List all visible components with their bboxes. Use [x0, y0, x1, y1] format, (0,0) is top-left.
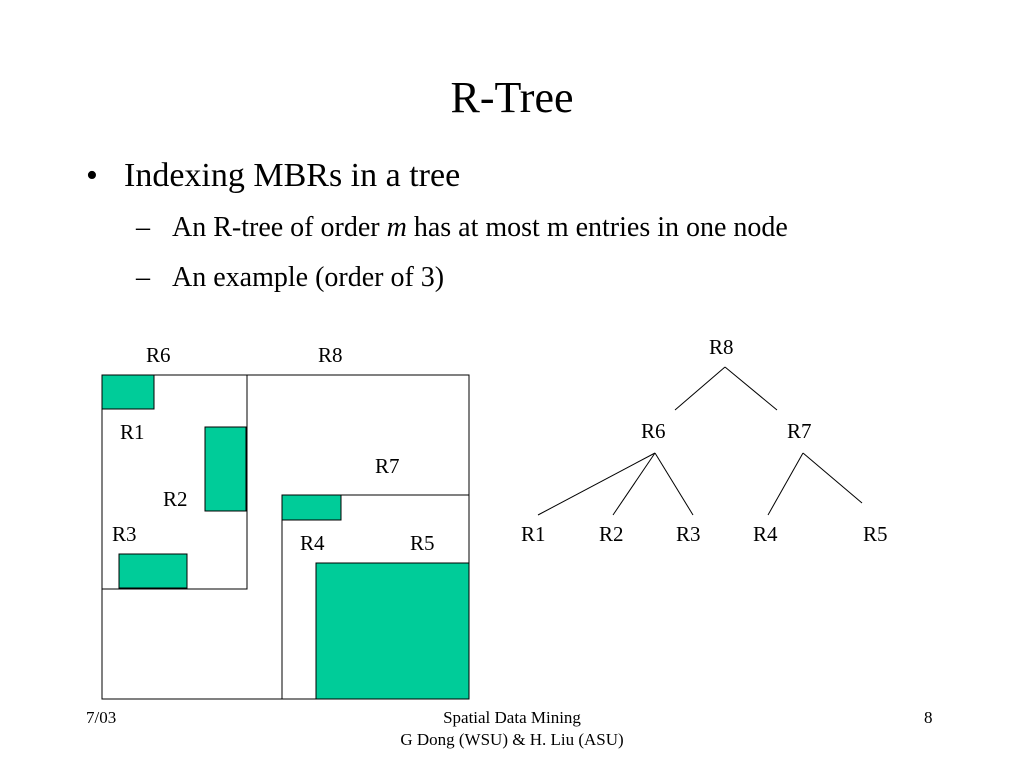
bullet-marker: •	[86, 157, 98, 194]
edge-r6-r1	[537, 452, 656, 516]
edge-r6-r2	[612, 452, 656, 516]
region-r1	[101, 374, 155, 410]
sub-bullet-order: –An R-tree of order m has at most m entr…	[136, 210, 788, 246]
label-r4: R4	[300, 531, 325, 555]
footer-date: 7/03	[86, 708, 117, 727]
spatial-diagram	[101, 374, 470, 700]
label-r7: R7	[375, 454, 400, 478]
bullet-indexing: • Indexing MBRs in a tree	[86, 154, 460, 198]
tree-leaf-r5: R5	[863, 522, 888, 546]
tree-diagram	[537, 366, 863, 516]
region-r2	[204, 426, 247, 512]
label-r1: R1	[120, 420, 145, 444]
region-r3	[118, 553, 188, 589]
tree-node-r7: R7	[787, 419, 812, 443]
sub-bullet-emph: m	[386, 212, 407, 243]
label-r8: R8	[318, 343, 343, 367]
edge-r6-r3	[654, 452, 694, 516]
tree-leaf-r3: R3	[676, 522, 701, 546]
sub-bullet-prefix: An R-tree of order	[172, 212, 387, 243]
slide-title: R-Tree	[450, 73, 574, 122]
edge-r7-r5	[802, 452, 863, 504]
tree-leaf-r4: R4	[753, 522, 778, 546]
tree-node-root: R8	[709, 335, 734, 359]
sub-bullet-suffix: has at most m entries in one node	[406, 212, 788, 243]
label-r5: R5	[410, 531, 435, 555]
sub-bullet-text: An example (order of 3)	[172, 262, 445, 293]
footer-authors: G Dong (WSU) & H. Liu (ASU)	[400, 730, 624, 749]
label-r2: R2	[163, 487, 188, 511]
region-r5	[315, 562, 470, 700]
region-r6	[101, 374, 248, 590]
region-r4	[281, 494, 342, 521]
tree-node-r6: R6	[641, 419, 666, 443]
footer-course: Spatial Data Mining	[443, 708, 581, 727]
tree-leaf-r1: R1	[521, 522, 546, 546]
edge-r8-r6	[674, 366, 726, 411]
bullet-text: Indexing MBRs in a tree	[124, 157, 461, 194]
edge-r8-r7	[724, 366, 778, 411]
edge-r7-r4	[767, 452, 804, 516]
dash-marker: –	[136, 262, 150, 293]
sub-bullet-example: –An example (order of 3)	[136, 260, 444, 296]
tree-leaf-r2: R2	[599, 522, 624, 546]
dash-marker: –	[136, 212, 150, 243]
label-r3: R3	[112, 522, 137, 546]
footer-page-number: 8	[924, 708, 933, 727]
label-r6: R6	[146, 343, 171, 367]
